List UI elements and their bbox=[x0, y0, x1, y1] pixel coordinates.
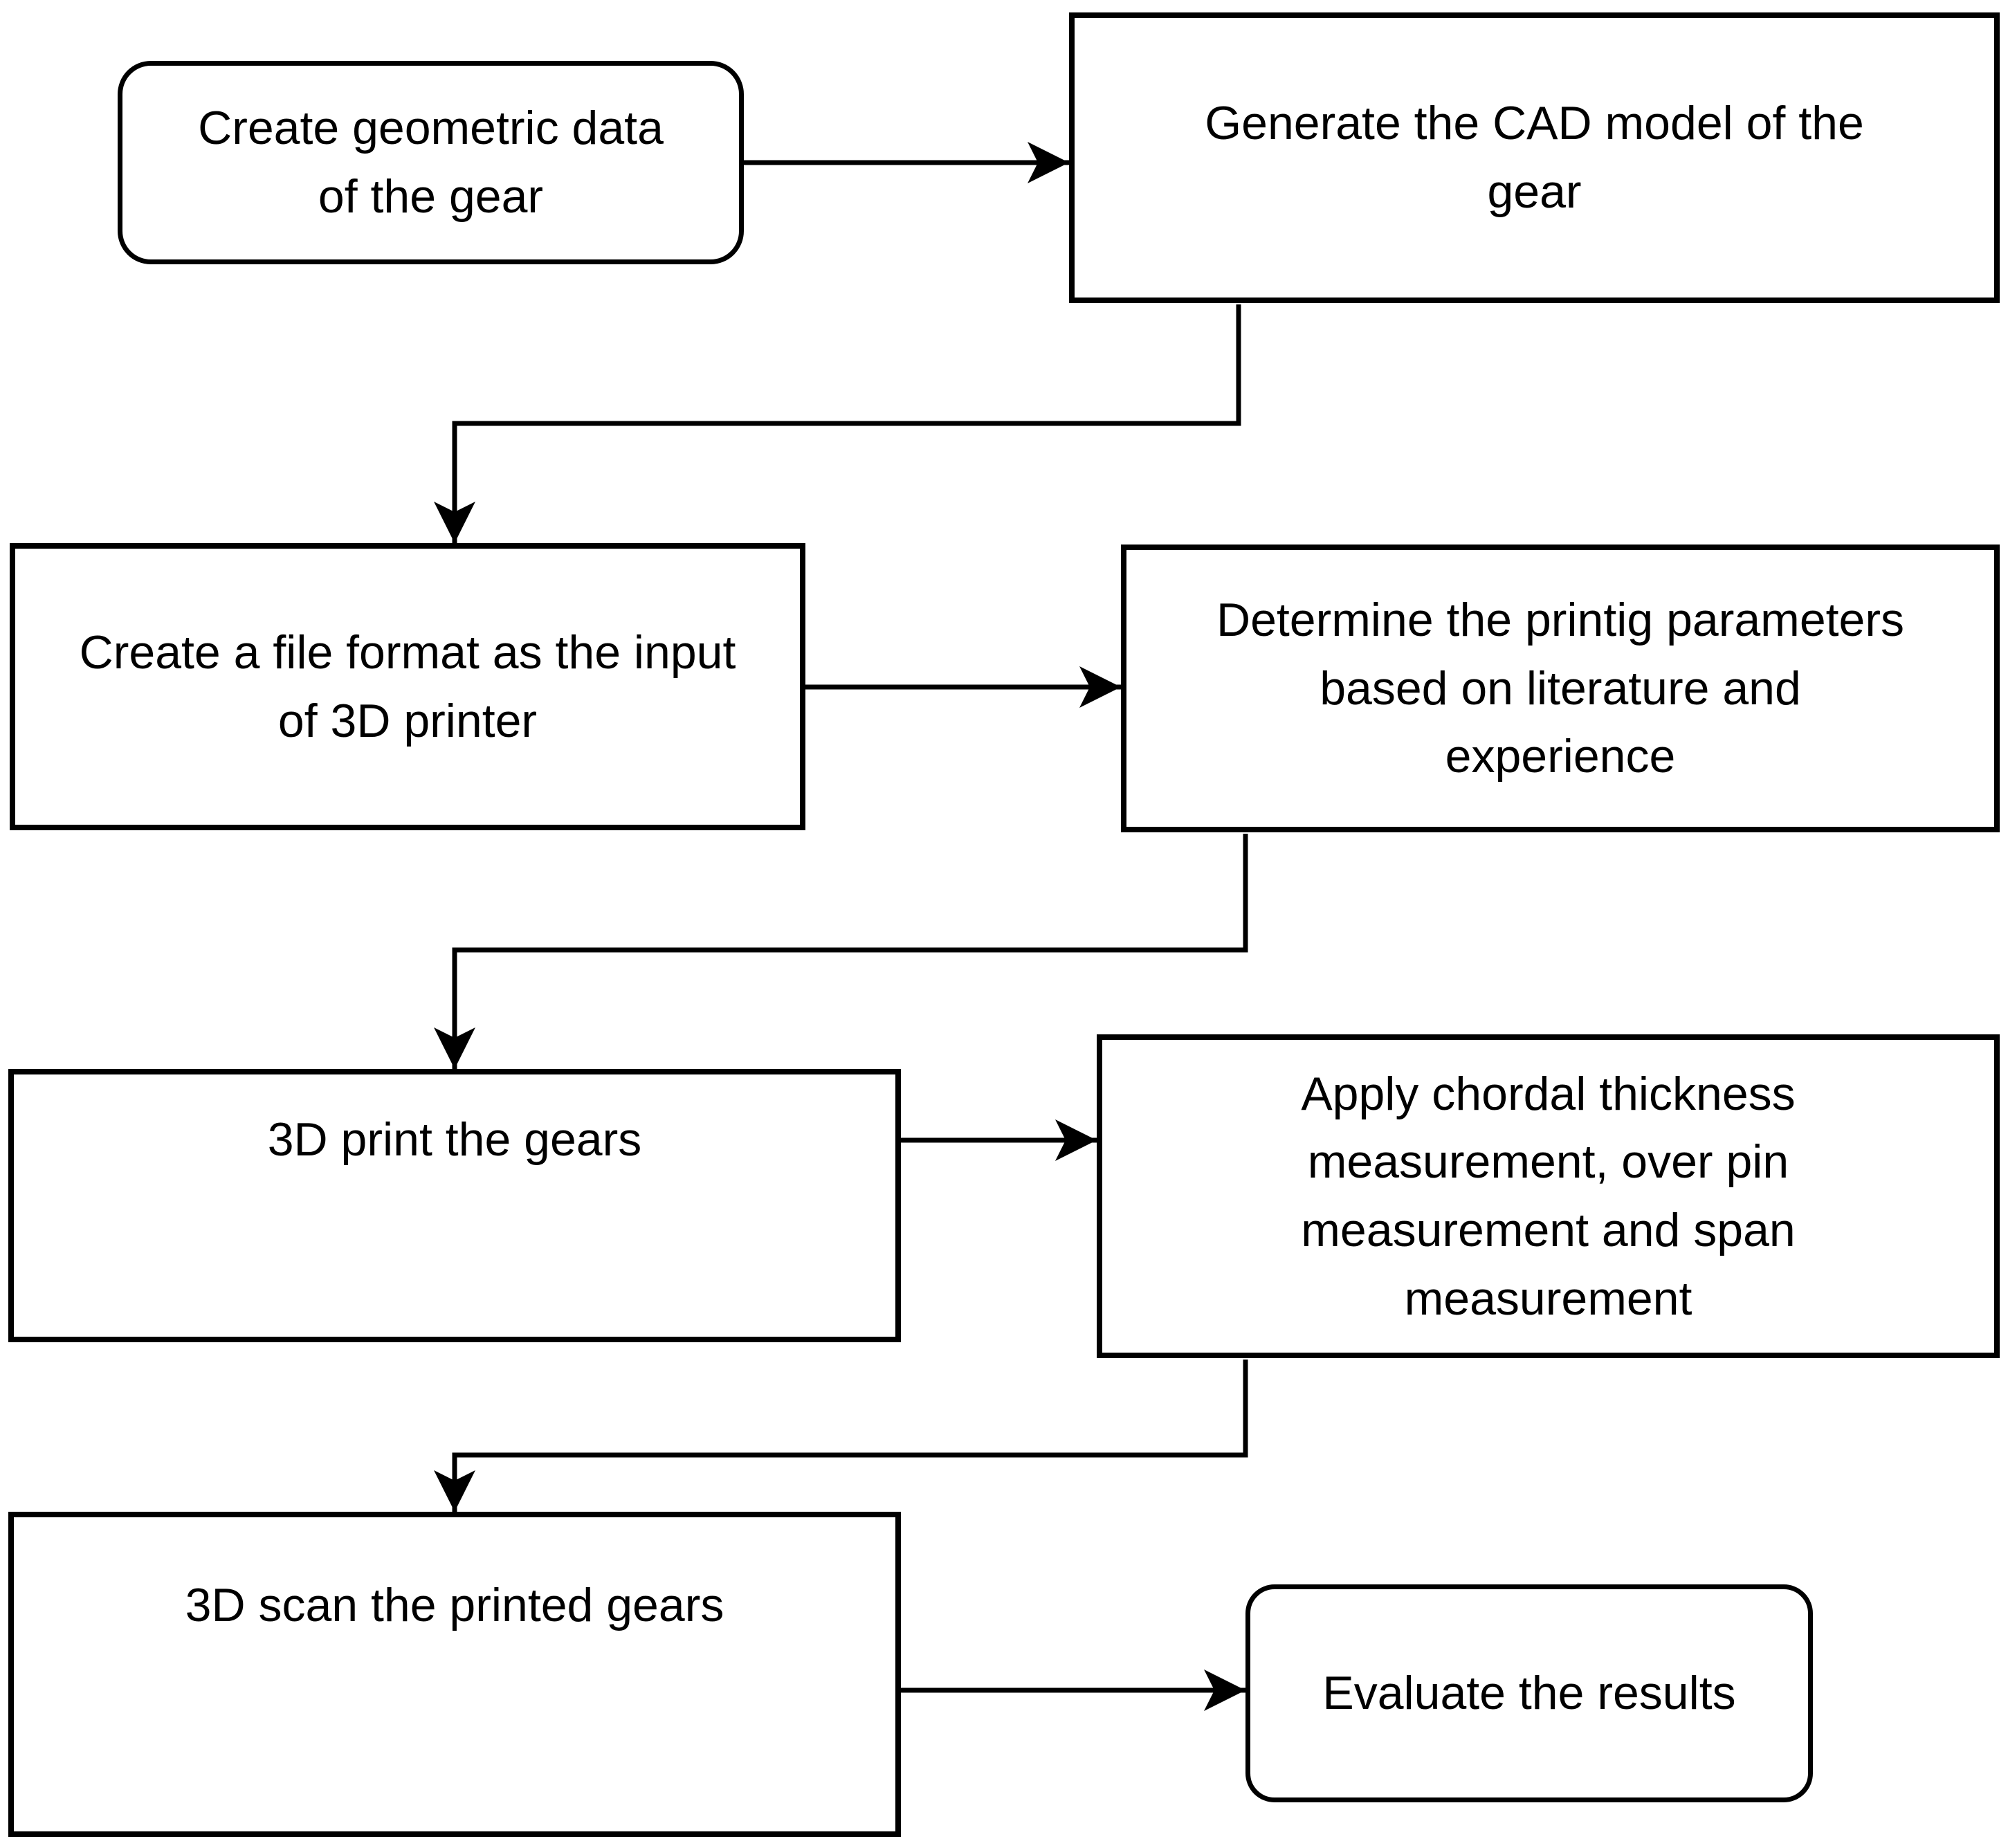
arrow-generate-cad-model-to-create-file-format bbox=[434, 304, 1241, 543]
node-determine-printing-parameters: Determine the printig parameters based o… bbox=[1121, 545, 2000, 832]
node-scan-printed-gears: 3D scan the printed gears bbox=[8, 1512, 901, 1837]
node-create-file-format: Create a file format as the input of 3D … bbox=[10, 543, 805, 830]
node-evaluate-results: Evaluate the results bbox=[1245, 1584, 1813, 1802]
node-determine-printing-parameters-label: Determine the printig parameters based o… bbox=[1216, 594, 1904, 783]
node-print-gears: 3D print the gears bbox=[8, 1069, 901, 1342]
arrow-determine-printing-parameters-to-print-gears bbox=[434, 834, 1248, 1069]
node-print-gears-label: 3D print the gears bbox=[267, 1113, 642, 1167]
arrow-apply-measurements-to-scan-printed-gears bbox=[434, 1360, 1248, 1512]
node-create-geometric-data: Create geometric data of the gear bbox=[118, 61, 744, 264]
node-apply-measurements: Apply chordal thickness measurement, ove… bbox=[1097, 1034, 2000, 1358]
node-create-file-format-label: Create a file format as the input of 3D … bbox=[79, 625, 736, 747]
node-generate-cad-model-label: Generate the CAD model of the gear bbox=[1205, 97, 1864, 218]
node-apply-measurements-label: Apply chordal thickness measurement, ove… bbox=[1301, 1067, 1796, 1325]
node-generate-cad-model: Generate the CAD model of the gear bbox=[1069, 12, 2000, 303]
node-evaluate-results-label: Evaluate the results bbox=[1322, 1667, 1736, 1720]
node-create-geometric-data-label: Create geometric data of the gear bbox=[198, 102, 664, 223]
node-scan-printed-gears-label: 3D scan the printed gears bbox=[185, 1578, 724, 1631]
